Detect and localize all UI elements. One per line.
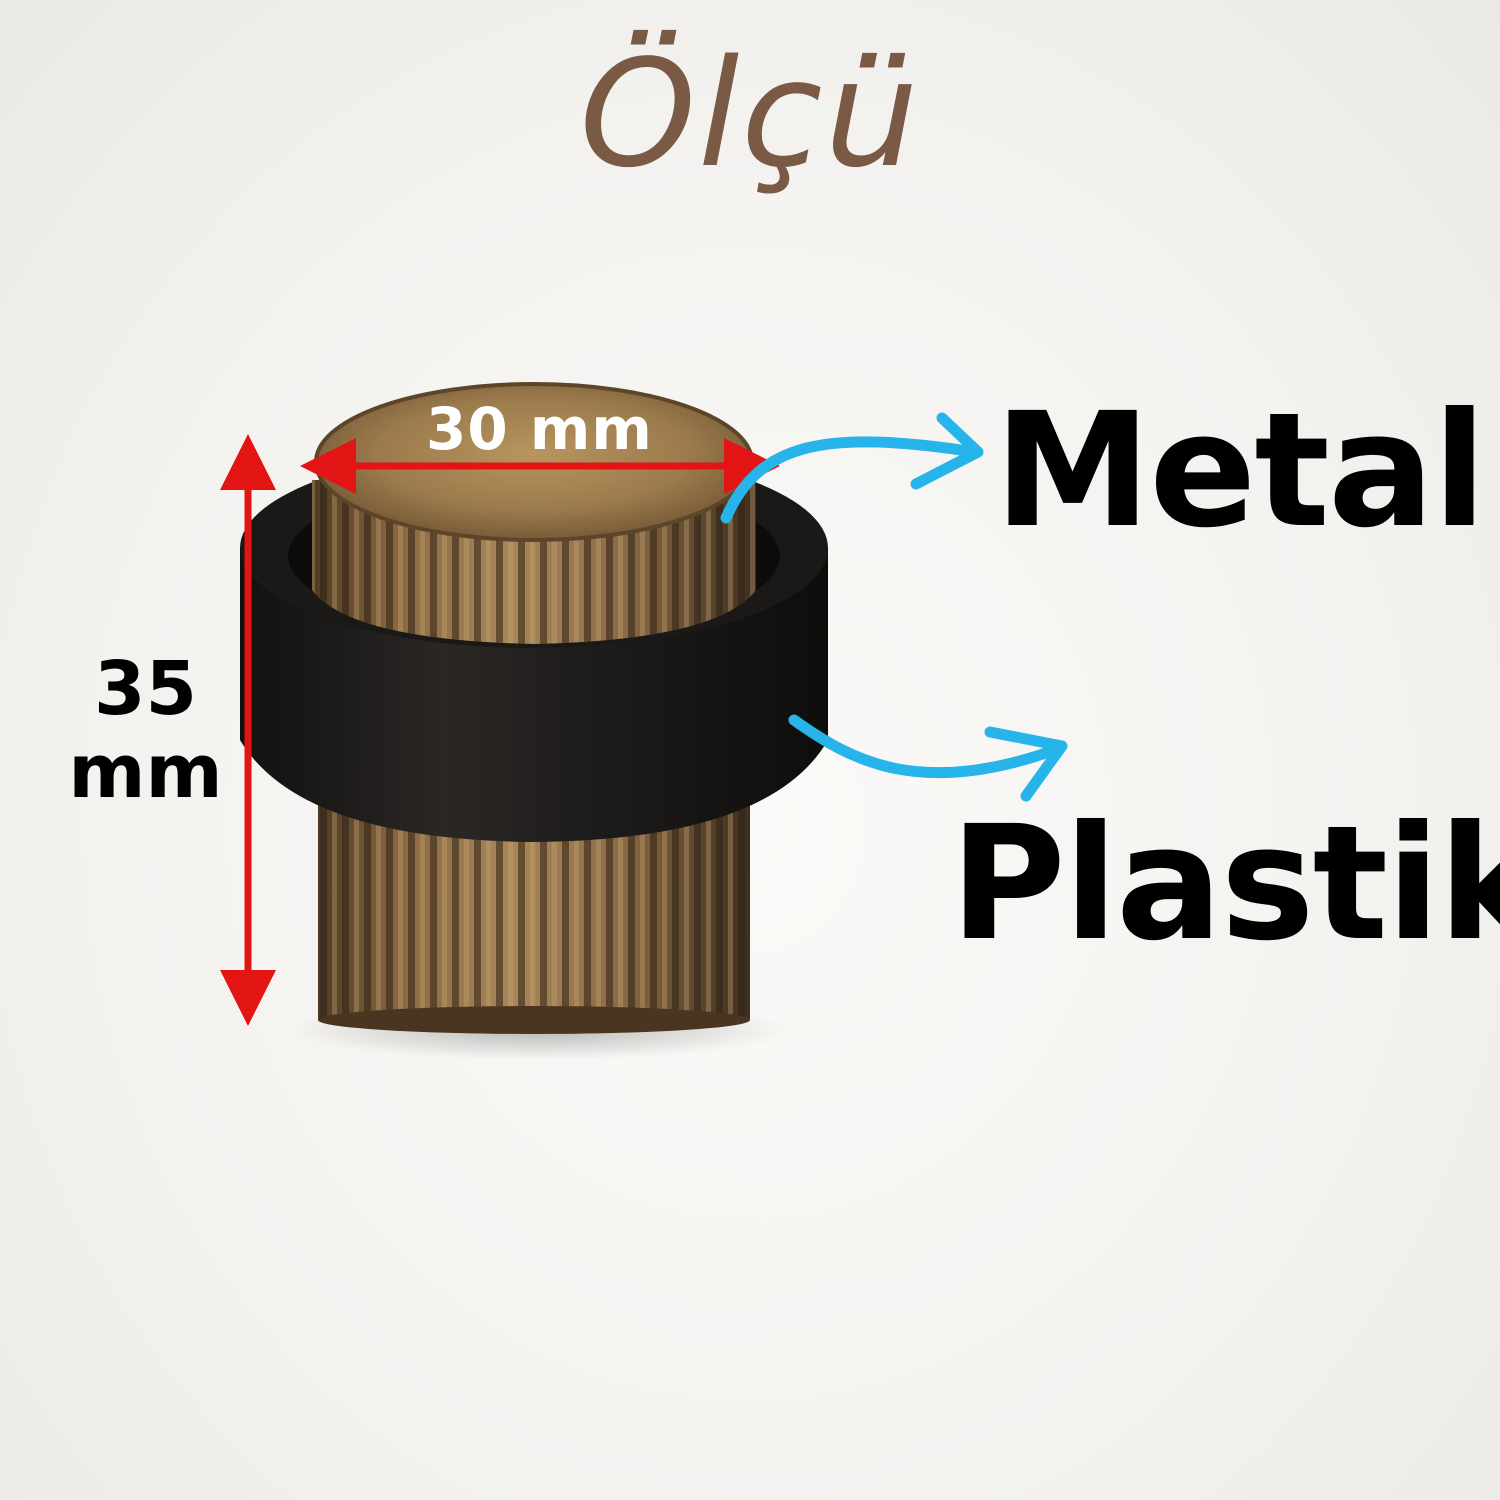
material-label-plastic: Plastik bbox=[950, 792, 1500, 976]
height-value: 35 bbox=[94, 646, 197, 732]
height-unit: mm bbox=[68, 728, 223, 815]
metal-cap bbox=[312, 382, 756, 644]
plastic-pointer-arrow bbox=[788, 714, 1068, 802]
page-title: Ölçü bbox=[579, 28, 921, 200]
width-label: 30 mm bbox=[426, 395, 653, 463]
height-label: 35 mm bbox=[58, 648, 233, 814]
metal-pointer-arrow bbox=[720, 412, 984, 524]
material-label-metal: Metal bbox=[994, 379, 1487, 563]
